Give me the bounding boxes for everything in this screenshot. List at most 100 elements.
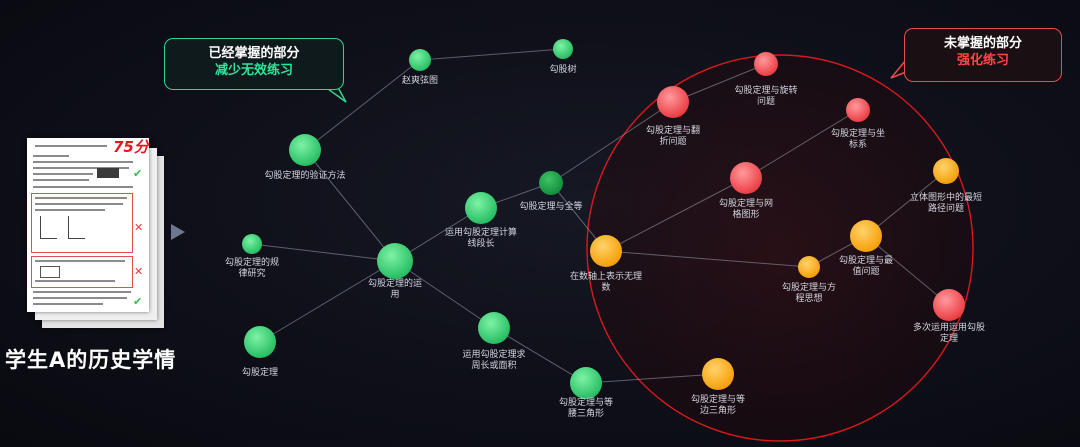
node-circle-partial[interactable] xyxy=(590,235,622,267)
unmastered-zone-circle xyxy=(586,54,974,442)
node-label: 勾股定理与等 xyxy=(559,396,613,408)
edge-n3-n1 xyxy=(304,59,421,151)
node-label: 律研究 xyxy=(238,267,265,279)
node-label: 勾股定理与方 xyxy=(782,281,836,293)
node-circle-mastered[interactable] xyxy=(289,134,321,166)
wrong-cross-icon: ✕ xyxy=(134,265,144,278)
exam-geometry-figure xyxy=(68,216,85,239)
node-circle-mastered[interactable] xyxy=(478,312,510,344)
exam-text-line xyxy=(33,173,93,175)
node-label: 勾股定理与坐 xyxy=(831,127,885,139)
edge-n5-n4 xyxy=(251,243,396,262)
node-label: 值问题 xyxy=(852,265,879,277)
edge-n19-n18 xyxy=(745,109,859,179)
edge-n7-n16 xyxy=(550,101,674,184)
knowledge-node[interactable]: 赵爽弦图 xyxy=(402,49,438,86)
wrong-answer-box xyxy=(31,193,133,253)
unmastered-subtitle: 强化练习 xyxy=(956,53,1009,68)
node-circle-weak[interactable] xyxy=(754,52,778,76)
node-label: 格图形 xyxy=(732,208,759,220)
node-circle-mastered[interactable] xyxy=(377,243,413,279)
exam-text-line xyxy=(35,197,127,199)
node-label: 路径问题 xyxy=(928,202,964,214)
knowledge-node[interactable]: 勾股定理与全等 xyxy=(519,171,583,212)
node-label: 勾股定理与网 xyxy=(719,197,773,209)
exam-text-line xyxy=(33,155,69,157)
exam-text-line xyxy=(35,260,125,262)
exam-geometry-figure xyxy=(40,266,60,278)
knowledge-node[interactable]: 勾股树 xyxy=(549,39,577,75)
node-label: 勾股树 xyxy=(549,63,576,75)
node-circle-partial[interactable] xyxy=(702,358,734,390)
node-circle-mastered[interactable] xyxy=(465,192,497,224)
edge-layer xyxy=(251,48,950,384)
node-label: 问题 xyxy=(757,95,775,107)
exam-text-line xyxy=(33,297,127,299)
node-circle-weak[interactable] xyxy=(933,289,965,321)
node-circle-mastered[interactable] xyxy=(409,49,431,71)
node-label: 用 xyxy=(390,289,399,300)
node-label: 赵爽弦图 xyxy=(402,74,438,86)
edge-n9-n10 xyxy=(493,327,587,384)
node-circle-partial[interactable] xyxy=(798,256,820,278)
edge-n14-n20 xyxy=(865,235,950,306)
node-label: 边三角形 xyxy=(700,404,736,416)
node-circle-mastered[interactable] xyxy=(244,326,276,358)
node-label: 运用勾股定理计算 xyxy=(445,226,517,238)
mastered-title: 已经掌握的部分 xyxy=(208,46,300,61)
edge-n12-n19 xyxy=(605,177,747,252)
exam-text-line xyxy=(33,186,133,188)
knowledge-node[interactable]: 勾股定理 xyxy=(242,326,278,378)
node-label: 标系 xyxy=(849,138,867,150)
mastered-bubble: 已经掌握的部分 减少无效练习 xyxy=(164,38,344,90)
node-label: 定理 xyxy=(940,332,958,344)
correct-check-icon: ✔ xyxy=(133,167,143,180)
exam-text-line xyxy=(33,303,103,305)
node-circle-weak[interactable] xyxy=(730,162,762,194)
node-circle-weak[interactable] xyxy=(846,98,870,122)
play-arrow-icon xyxy=(171,224,185,240)
node-label: 勾股定理与全等 xyxy=(519,200,582,212)
node-label: 勾股定理的验证方法 xyxy=(264,169,345,181)
node-circle-partial[interactable] xyxy=(850,220,882,252)
node-circle-mastered[interactable] xyxy=(553,39,573,59)
exam-text-line xyxy=(35,280,115,282)
node-circle-partial[interactable] xyxy=(933,158,959,184)
exam-figure-image xyxy=(97,168,119,178)
knowledge-node[interactable]: 勾股定理的验证方法 xyxy=(264,134,346,181)
unmastered-title: 未掌握的部分 xyxy=(943,36,1022,51)
node-layer: 赵爽弦图勾股树勾股定理的验证方法勾股定理的规律研究勾股定理的运用运用勾股定理计算… xyxy=(225,39,985,419)
node-label: 勾股定理的规 xyxy=(225,256,279,268)
node-circle-mastered[interactable] xyxy=(570,367,602,399)
node-label: 勾股定理与最 xyxy=(839,254,893,266)
node-circle-mastered[interactable] xyxy=(242,234,262,254)
node-circle-weak[interactable] xyxy=(657,86,689,118)
wrong-cross-icon: ✕ xyxy=(134,221,144,234)
node-label: 勾股定理 xyxy=(242,366,278,378)
wrong-answer-box xyxy=(31,256,133,288)
exam-text-line xyxy=(35,203,123,205)
node-label: 数 xyxy=(601,281,610,293)
exam-geometry-figure xyxy=(40,216,57,239)
node-circle-mastered[interactable] xyxy=(539,171,563,195)
node-label: 多次运用运用勾股 xyxy=(913,321,985,333)
node-label: 立体图形中的最短 xyxy=(910,191,982,203)
node-label: 勾股定理与翻 xyxy=(646,124,700,136)
